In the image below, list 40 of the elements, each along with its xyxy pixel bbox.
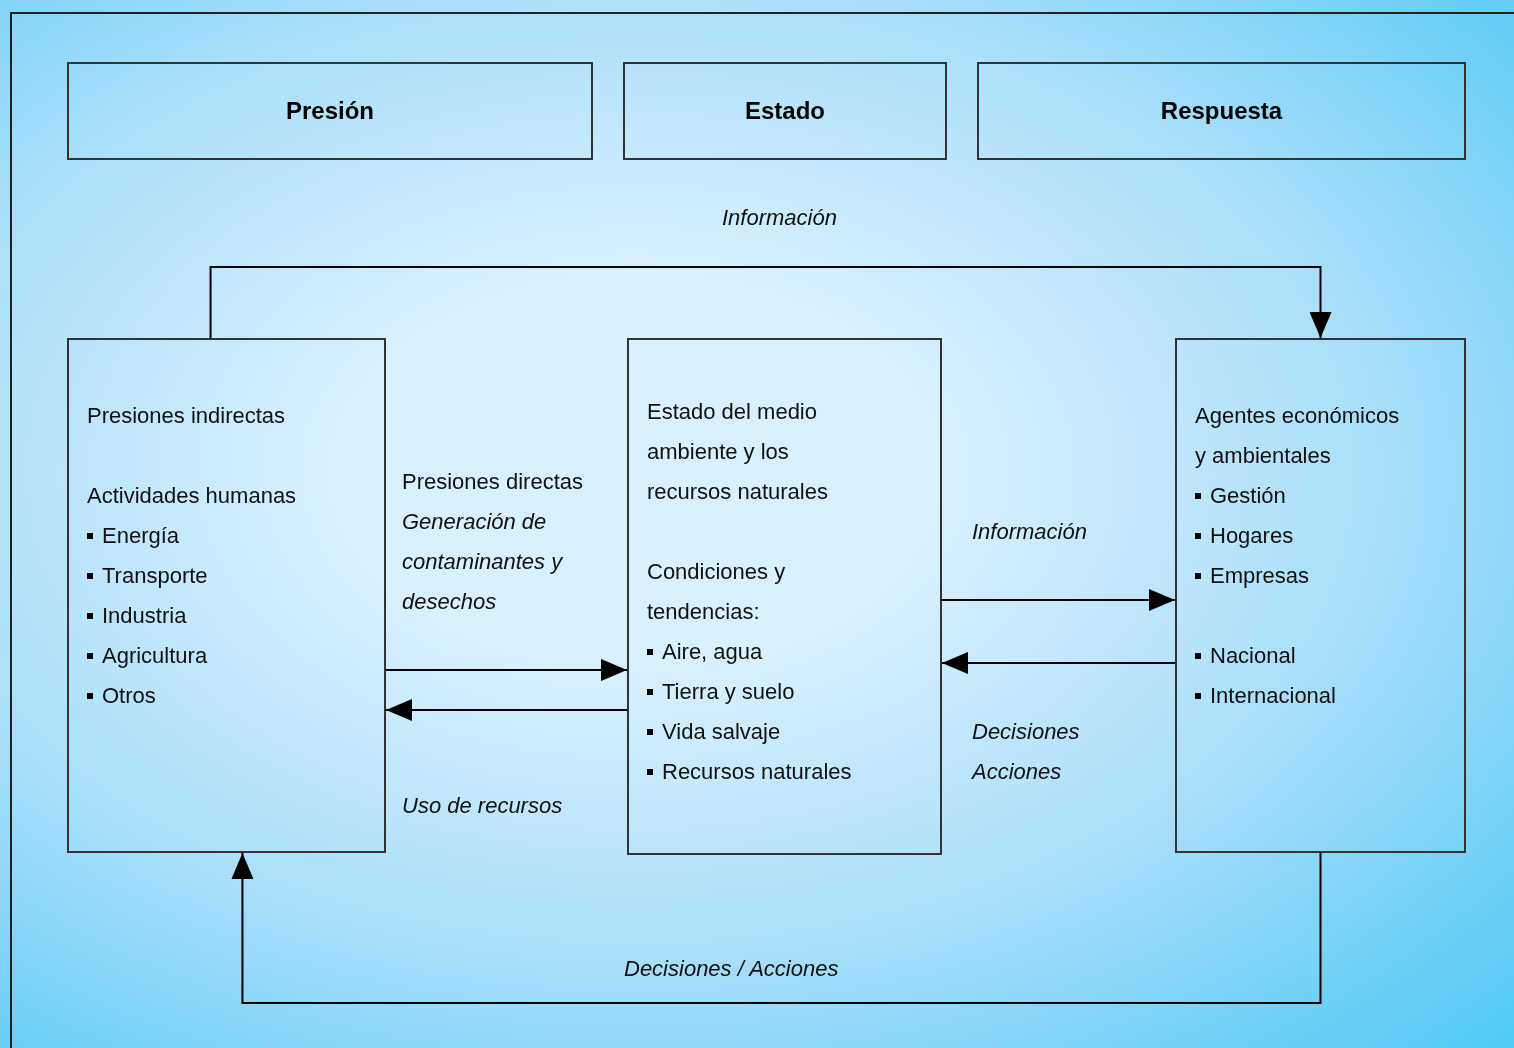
list-item: Industria: [102, 602, 187, 630]
arrow: [941, 652, 1176, 674]
list-item: Gestión: [1210, 482, 1286, 510]
box-text: Actividades humanas: [87, 482, 298, 510]
arrow: [941, 589, 1176, 611]
list-item: Tierra y suelo: [662, 678, 795, 706]
list-item: Empresas: [1210, 562, 1310, 590]
content-box: [1175, 338, 1466, 853]
arrow: [385, 659, 628, 681]
content-box: [67, 338, 386, 853]
box-text: Estado del medio ambiente y los recursos naturales: [647, 398, 829, 506]
list-item: Otros: [102, 682, 156, 710]
edge-label: Presiones directas Generación de contaminantes y desechos: [402, 468, 584, 616]
edge-label: Información: [722, 204, 838, 232]
list-item: Agricultura: [102, 642, 208, 670]
header-box: [977, 62, 1466, 160]
list-item: Recursos naturales: [662, 758, 852, 786]
header-box: [623, 62, 947, 160]
edge-label: Decisiones Acciones: [972, 718, 1081, 786]
edge-label: Uso de recursos: [402, 792, 564, 820]
list-item: Vida salvaje: [662, 718, 781, 746]
column-heading: Respuesta: [1160, 96, 1283, 126]
arrow: [385, 699, 628, 721]
edge-label: Información: [972, 518, 1088, 546]
arrow: [231, 852, 1322, 1004]
box-text: Condiciones y tendencias:: [647, 558, 787, 626]
column-heading: Estado: [745, 96, 825, 126]
content-box: [627, 338, 942, 855]
list-item: Hogares: [1210, 522, 1294, 550]
list-item: Internacional: [1210, 682, 1336, 710]
list-item: Transporte: [102, 562, 208, 590]
list-item: Aire, agua: [662, 638, 763, 666]
list-item: Energía: [102, 522, 180, 550]
arrow: [209, 266, 1332, 339]
list-item: Nacional: [1210, 642, 1296, 670]
header-box: [67, 62, 593, 160]
box-text: Agentes económicos y ambientales: [1195, 402, 1401, 470]
column-heading: Presión: [286, 96, 374, 126]
box-text: Presiones indirectas: [87, 402, 287, 430]
edge-label: Decisiones / Acciones: [624, 955, 840, 983]
